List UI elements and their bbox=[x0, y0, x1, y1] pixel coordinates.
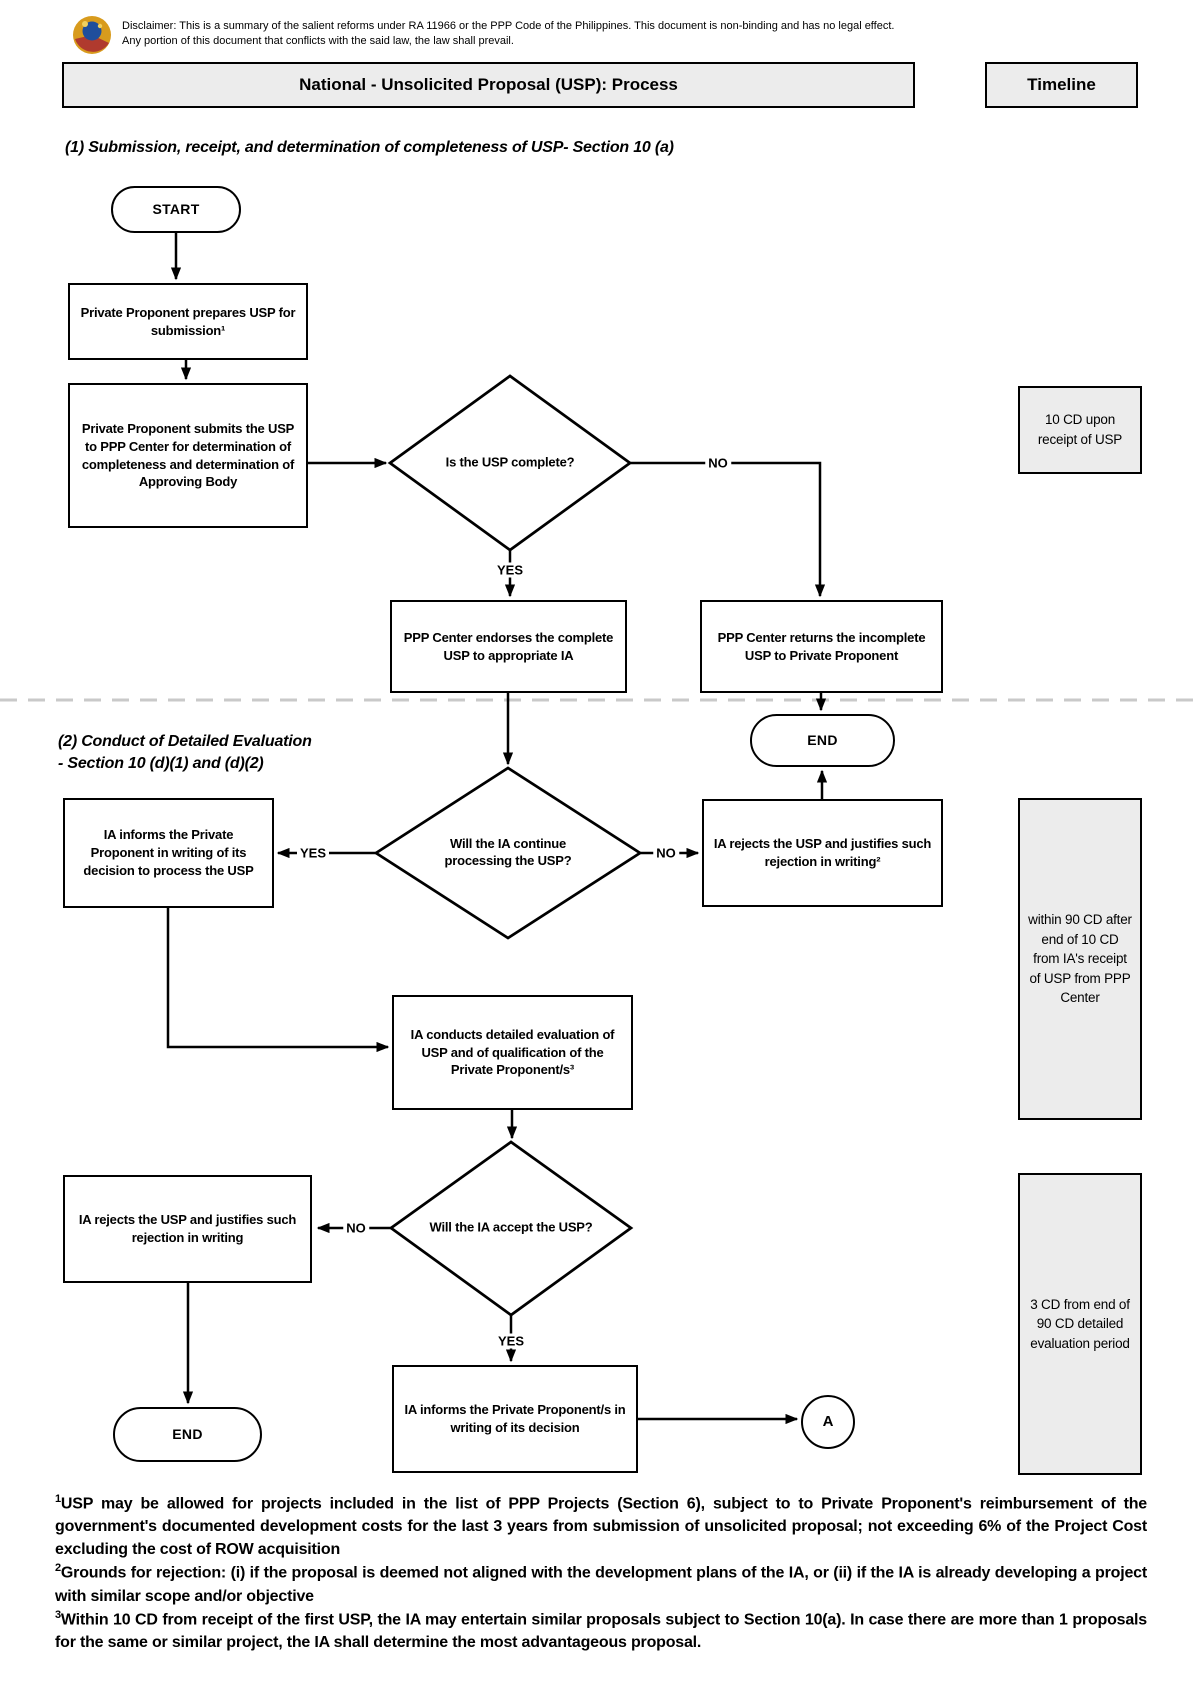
branch-label-yes-2: YES bbox=[296, 845, 330, 861]
flow-box-detailed-evaluation: IA conducts detailed evaluation of USP a… bbox=[392, 995, 633, 1110]
decision-label-accept-usp: Will the IA accept the USP? bbox=[429, 1219, 593, 1235]
footnote-3: 3Within 10 CD from receipt of the first … bbox=[55, 1608, 1147, 1655]
disclaimer: Disclaimer: This is a summary of the sal… bbox=[122, 19, 1052, 50]
flow-box-return-usp: PPP Center returns the incomplete USP to… bbox=[700, 600, 943, 693]
timeline-column-header: Timeline bbox=[985, 62, 1138, 108]
flow-box-informs-decision: IA informs the Private Proponent/s in wr… bbox=[392, 1365, 638, 1473]
flow-box-submit-usp: Private Proponent submits the USP to PPP… bbox=[68, 383, 308, 528]
footnote-3-text: Within 10 CD from receipt of the first U… bbox=[55, 1611, 1147, 1652]
off-page-connector-a: A bbox=[801, 1395, 855, 1449]
branch-label-yes-3: YES bbox=[494, 1333, 528, 1349]
decision-label-usp-complete: Is the USP complete? bbox=[445, 454, 575, 470]
flow-box-rejects-usp-writing2: IA rejects the USP and justifies such re… bbox=[702, 799, 943, 907]
section-2-heading-line-1: (2) Conduct of Detailed Evaluation bbox=[58, 733, 312, 750]
branch-label-no-3: NO bbox=[343, 1220, 369, 1236]
section-1-heading: (1) Submission, receipt, and determinati… bbox=[65, 139, 674, 156]
branch-label-no-2: NO bbox=[653, 845, 679, 861]
section-2-heading-line-2: - Section 10 (d)(1) and (d)(2) bbox=[58, 755, 264, 773]
end-terminator-1: END bbox=[750, 714, 895, 767]
end-terminator-2: END bbox=[113, 1407, 262, 1462]
branch-label-no-1: NO bbox=[705, 455, 731, 471]
section-2-heading: (2) Conduct of Detailed Evaluation - Sec… bbox=[58, 731, 388, 775]
timeline-note-90cd: within 90 CD after end of 10 CD from IA'… bbox=[1018, 798, 1142, 1120]
ppp-logo-globe-icon bbox=[70, 12, 114, 61]
decision-label-continue-processing: Will the IA continue processing the USP? bbox=[444, 836, 572, 868]
page-title: National - Unsolicited Proposal (USP): P… bbox=[62, 62, 915, 108]
footnote-1-text: USP may be allowed for projects included… bbox=[55, 1495, 1147, 1558]
disclaimer-line-2: Any portion of this document that confli… bbox=[122, 35, 514, 48]
flow-box-endorse-usp: PPP Center endorses the complete USP to … bbox=[390, 600, 627, 693]
flow-box-informs-decision-to-process: IA informs the Private Proponent in writ… bbox=[63, 798, 274, 908]
footnote-2-text: Grounds for rejection: (i) if the propos… bbox=[55, 1564, 1147, 1605]
footnote-3-marker: 3 bbox=[55, 1609, 61, 1622]
flow-box-rejects-usp-writing: IA rejects the USP and justifies such re… bbox=[63, 1175, 312, 1283]
branch-label-yes-1: YES bbox=[493, 562, 527, 578]
footnote-1-marker: 1 bbox=[55, 1493, 61, 1505]
footnote-2: 2Grounds for rejection: (i) if the propo… bbox=[55, 1561, 1147, 1608]
start-terminator: START bbox=[111, 186, 241, 233]
footnote-2-marker: 2 bbox=[55, 1562, 61, 1575]
flow-box-prepare-usp: Private Proponent prepares USP for submi… bbox=[68, 283, 308, 360]
disclaimer-line-1: Disclaimer: This is a summary of the sal… bbox=[122, 20, 895, 32]
timeline-note-3cd: 3 CD from end of 90 CD detailed evaluati… bbox=[1018, 1173, 1142, 1475]
footnotes: 1USP may be allowed for projects include… bbox=[55, 1492, 1147, 1655]
timeline-note-10cd: 10 CD upon receipt of USP bbox=[1018, 386, 1142, 474]
footnote-1: 1USP may be allowed for projects include… bbox=[55, 1492, 1147, 1561]
